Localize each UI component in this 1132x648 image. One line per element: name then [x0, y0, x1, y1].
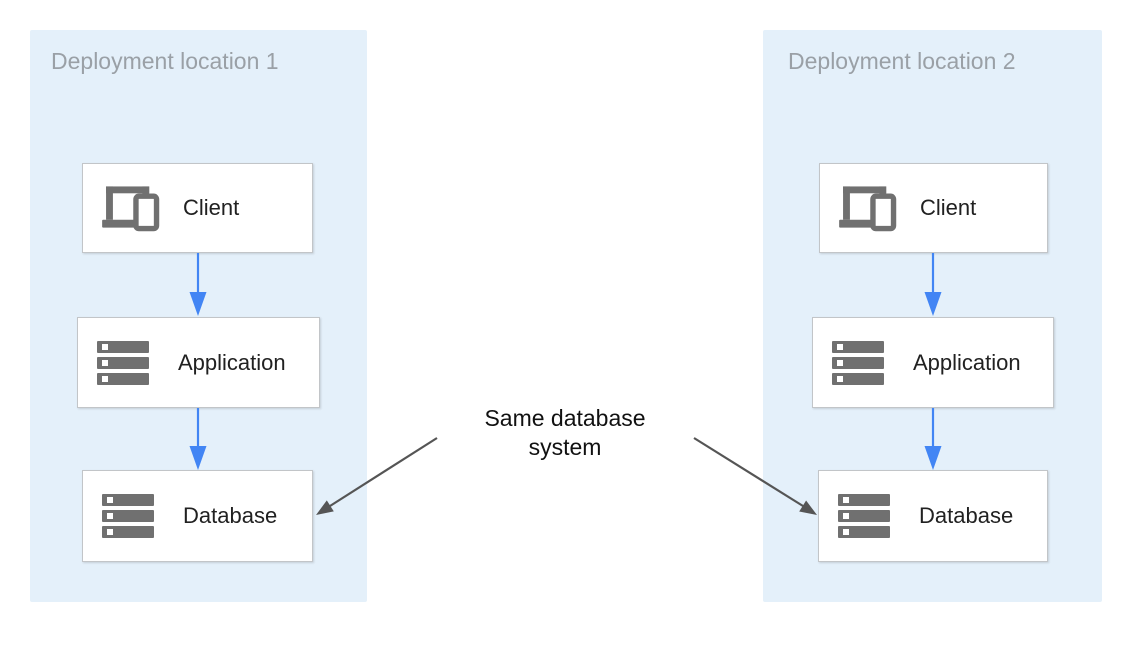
application-server-icon: [832, 340, 884, 385]
node-application-1: Application: [77, 317, 320, 408]
node-database-1: Database: [82, 470, 313, 562]
node-client-2: Client: [819, 163, 1048, 253]
node-label: Application: [913, 349, 1021, 375]
node-label: Client: [183, 195, 240, 220]
panel-title-1: Deployment location 1: [51, 48, 279, 74]
application-server-icon: [97, 340, 149, 385]
database-server-icon: [838, 494, 890, 538]
annotation-line-1: Same database: [484, 405, 646, 431]
node-label: Database: [183, 503, 278, 528]
node-label: Client: [920, 195, 977, 220]
database-server-icon: [102, 494, 154, 538]
annotation-same-database-system: Same database system: [465, 404, 665, 462]
panel-title-2: Deployment location 2: [788, 48, 1016, 74]
client-devices-icon: [102, 184, 165, 233]
annotation-line-2: system: [528, 434, 602, 460]
client-devices-icon: [839, 184, 902, 233]
node-database-2: Database: [818, 470, 1048, 562]
node-label: Application: [178, 349, 286, 375]
node-client-1: Client: [82, 163, 313, 253]
node-label: Database: [919, 503, 1014, 528]
node-application-2: Application: [812, 317, 1054, 408]
